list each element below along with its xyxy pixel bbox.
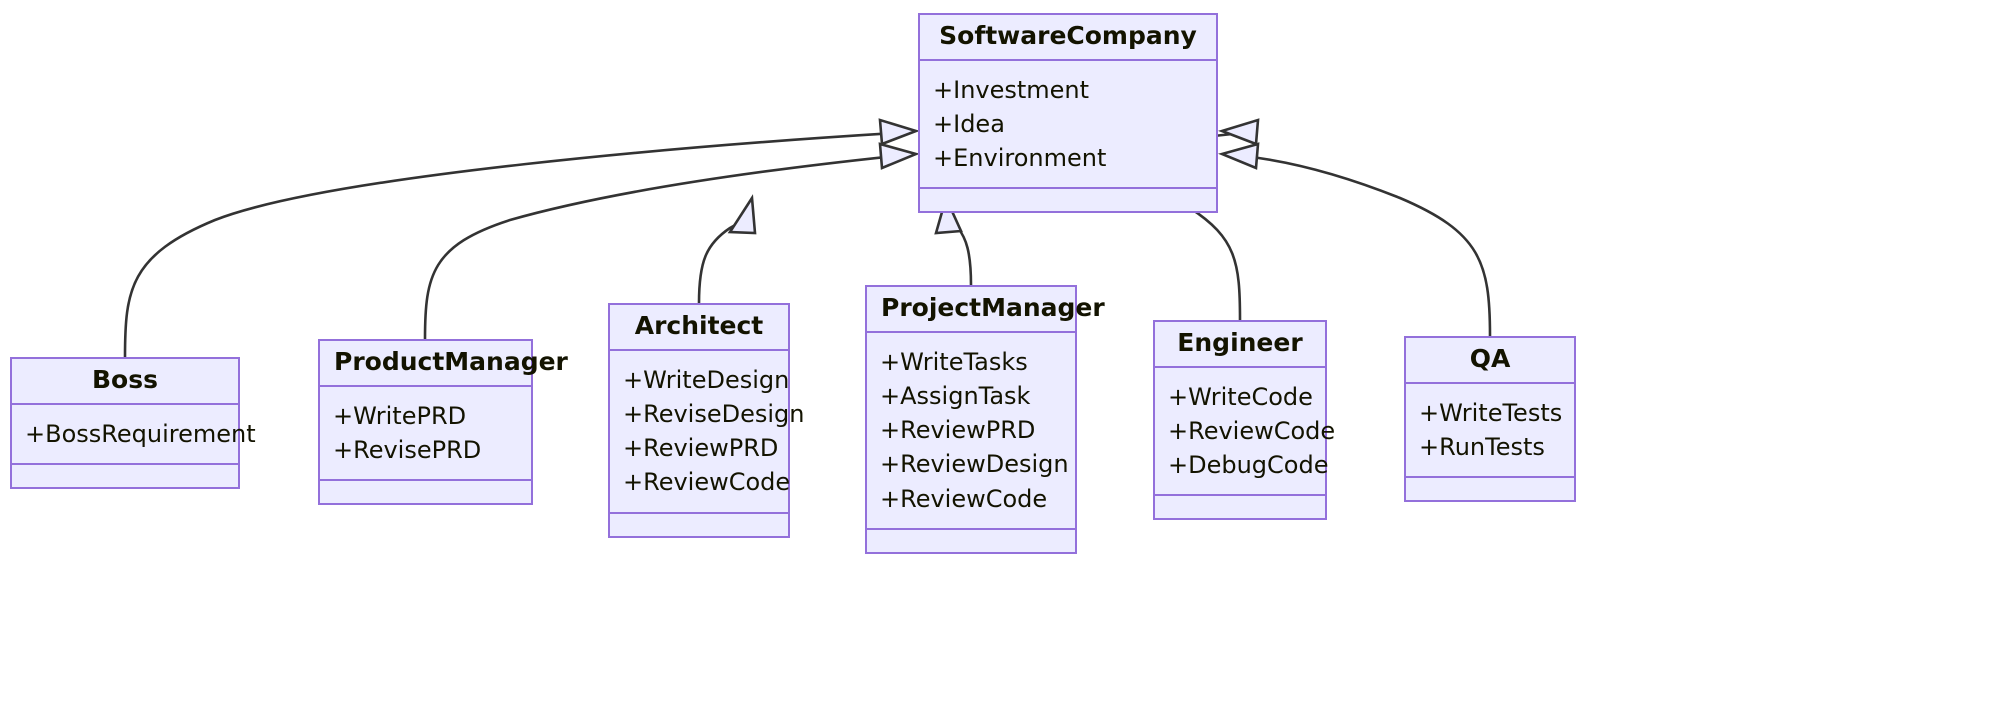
uml-class-architect[interactable]: Architect +WriteDesign +ReviseDesign +Re… bbox=[608, 303, 805, 538]
uml-class-qa[interactable]: QA +WriteTests +RunTests bbox=[1404, 336, 1576, 503]
uml-class-engineer[interactable]: Engineer +WriteCode +ReviewCode +DebugCo… bbox=[1153, 320, 1336, 521]
class-member: +ReviewDesign bbox=[880, 450, 1069, 479]
class-member: +WriteTests bbox=[1419, 399, 1563, 428]
class-members-boss: +BossRequirement bbox=[12, 405, 256, 466]
arrowhead-qa bbox=[1218, 142, 1260, 170]
class-member: +RevisePRD bbox=[333, 436, 482, 465]
class-member: +ReviewPRD bbox=[880, 416, 1036, 445]
class-title-engineer: Engineer bbox=[1155, 322, 1325, 369]
edge-projectmanager-to-softwarecompany bbox=[946, 215, 973, 286]
class-member: +ReviewCode bbox=[1168, 417, 1336, 446]
class-title-productmanager: ProductManager bbox=[320, 341, 568, 388]
class-member: +RunTests bbox=[1419, 433, 1545, 462]
class-members-qa: +WriteTests +RunTests bbox=[1406, 384, 1574, 479]
arrowhead-productmanager bbox=[878, 142, 920, 170]
class-methods-section-qa bbox=[1406, 478, 1574, 500]
uml-class-softwarecompany[interactable]: SoftwareCompany +Investment +Idea +Envir… bbox=[918, 13, 1218, 214]
class-methods-section-productmanager bbox=[320, 481, 531, 503]
class-member: +ReviseDesign bbox=[623, 400, 805, 429]
class-methods-section-projectmanager bbox=[867, 530, 1075, 552]
edge-qa-to-softwarecompany bbox=[1242, 154, 1492, 337]
uml-class-projectmanager[interactable]: ProjectManager +WriteTasks +AssignTask +… bbox=[865, 285, 1105, 554]
arrowhead-boss bbox=[878, 118, 920, 146]
class-member: +Idea bbox=[933, 110, 1005, 139]
arrowhead-engineer bbox=[1218, 118, 1260, 146]
class-member: +WritePRD bbox=[333, 402, 467, 431]
class-member: +AssignTask bbox=[880, 382, 1031, 411]
class-member: +DebugCode bbox=[1168, 451, 1329, 480]
class-member: +ReviewCode bbox=[623, 468, 791, 497]
class-member: +WriteCode bbox=[1168, 383, 1313, 412]
class-members-productmanager: +WritePRD +RevisePRD bbox=[320, 387, 531, 482]
class-member: +BossRequirement bbox=[25, 420, 256, 449]
class-member: +WriteTasks bbox=[880, 348, 1028, 377]
class-methods-section-boss bbox=[12, 465, 238, 487]
class-methods-section-engineer bbox=[1155, 496, 1325, 518]
class-title-qa: QA bbox=[1406, 338, 1574, 385]
class-member: +WriteDesign bbox=[623, 366, 790, 395]
class-title-softwarecompany: SoftwareCompany bbox=[920, 15, 1216, 62]
class-title-architect: Architect bbox=[610, 305, 788, 352]
class-title-boss: Boss bbox=[12, 359, 238, 406]
class-members-projectmanager: +WriteTasks +AssignTask +ReviewPRD +Revi… bbox=[867, 333, 1075, 530]
class-member: +ReviewCode bbox=[880, 484, 1048, 513]
uml-class-productmanager[interactable]: ProductManager +WritePRD +RevisePRD bbox=[318, 339, 568, 506]
uml-class-boss[interactable]: Boss +BossRequirement bbox=[10, 357, 256, 490]
class-title-projectmanager: ProjectManager bbox=[867, 287, 1105, 334]
edge-architect-to-softwarecompany bbox=[697, 214, 751, 304]
class-members-architect: +WriteDesign +ReviseDesign +ReviewPRD +R… bbox=[610, 351, 805, 514]
class-member: +ReviewPRD bbox=[623, 434, 779, 463]
arrowhead-architect bbox=[727, 194, 757, 235]
class-member: +Environment bbox=[933, 144, 1107, 173]
class-methods-section-architect bbox=[610, 514, 788, 536]
class-members-softwarecompany: +Investment +Idea +Environment bbox=[920, 61, 1216, 190]
class-members-engineer: +WriteCode +ReviewCode +DebugCode bbox=[1155, 368, 1336, 497]
class-methods-section-softwarecompany bbox=[920, 189, 1216, 211]
class-member: +Investment bbox=[933, 76, 1090, 105]
